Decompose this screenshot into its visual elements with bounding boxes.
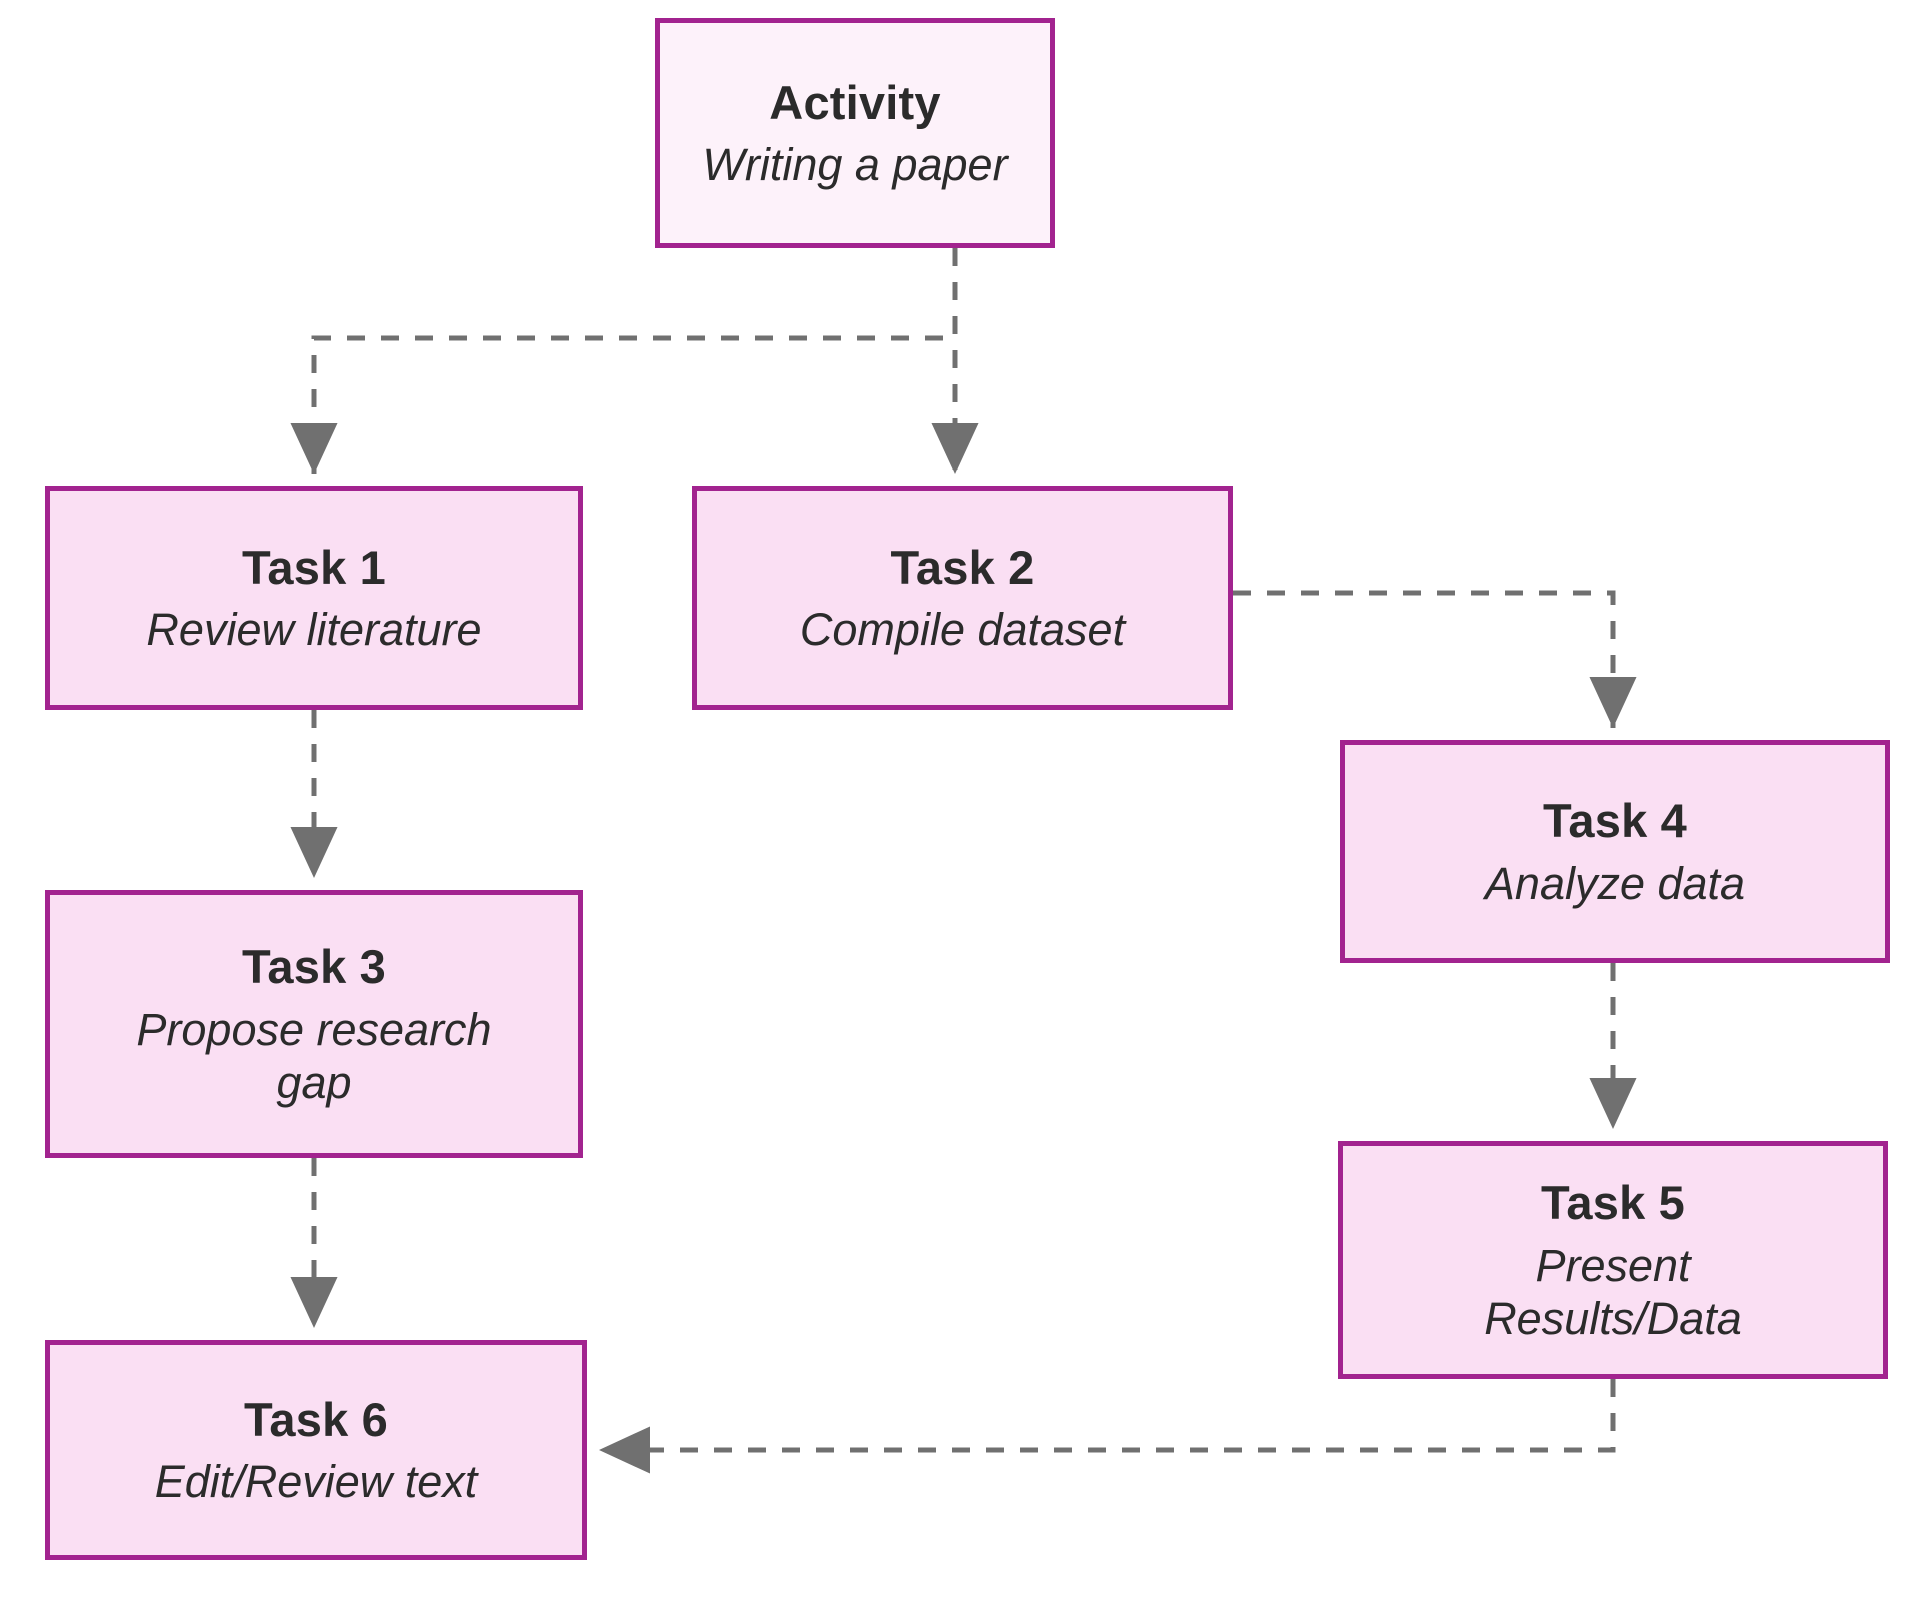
edge-task2-task4 [1233,590,1637,728]
node-task-2-subtitle: Compile dataset [799,604,1126,656]
node-task-6[interactable]: Task 6 Edit/Review text [45,1340,587,1560]
node-task-1-title: Task 1 [241,540,387,594]
node-task-4[interactable]: Task 4 Analyze data [1340,740,1890,963]
edge-task5-task6 [599,1379,1616,1474]
node-task-1[interactable]: Task 1 Review literature [45,486,583,710]
node-activity-subtitle: Writing a paper [702,139,1008,191]
node-task-6-subtitle: Edit/Review text [154,1456,478,1508]
node-task-2[interactable]: Task 2 Compile dataset [692,486,1233,710]
node-task-4-subtitle: Analyze data [1484,857,1746,909]
node-task-5-title: Task 5 [1540,1176,1686,1230]
node-task-6-title: Task 6 [243,1392,389,1446]
edge-activity-task1 [290,248,958,474]
node-task-3-subtitle: Propose research gap [136,1003,492,1108]
node-activity[interactable]: Activity Writing a paper [655,18,1055,248]
node-task-5[interactable]: Task 5 Present Results/Data [1338,1141,1888,1379]
node-activity-title: Activity [769,75,941,129]
node-task-3[interactable]: Task 3 Propose research gap [45,890,583,1158]
node-task-4-title: Task 4 [1542,794,1688,848]
node-task-5-subtitle: Present Results/Data [1484,1239,1742,1344]
node-task-2-title: Task 2 [890,540,1035,594]
node-task-3-title: Task 3 [241,940,387,994]
node-task-1-subtitle: Review literature [146,604,482,656]
